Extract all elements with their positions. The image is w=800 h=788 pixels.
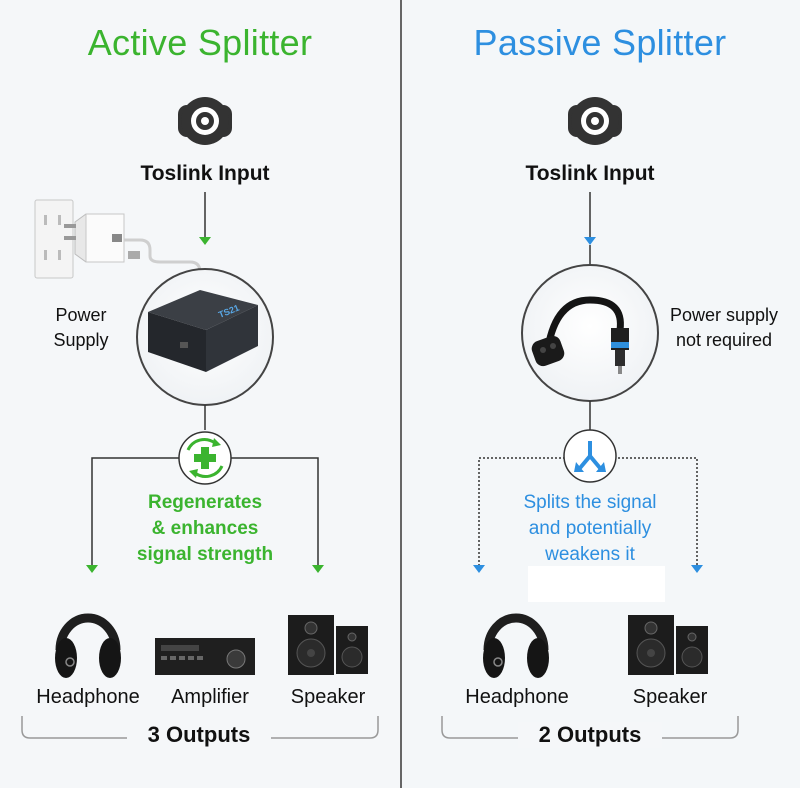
toslink-port-icon [178, 97, 232, 145]
speaker-icon [628, 615, 708, 675]
active-outputs-count: 3 Outputs [127, 722, 271, 748]
passive-device-speaker: Speaker [632, 686, 708, 708]
active-feature-text: Regenerates & enhances signal strength [136, 492, 274, 565]
amplifier-icon [155, 638, 255, 675]
speaker-icon [288, 615, 368, 675]
passive-device-headphone: Headphone [465, 686, 569, 708]
wall-outlet-icon [34, 199, 74, 279]
active-splitter-box-icon: TS21 [148, 290, 258, 372]
passive-outputs-count: 2 Outputs [518, 722, 662, 748]
passive-feature-text: Splits the signal and potentially weaken… [523, 492, 657, 565]
y-cable-icon [531, 296, 629, 374]
split-arrow-icon [563, 429, 617, 483]
headphone-icon [55, 613, 121, 678]
passive-title: Passive Splitter [473, 22, 727, 63]
regenerate-plus-icon [178, 431, 232, 485]
active-device-amplifier: Amplifier [171, 686, 249, 708]
passive-input-label: Toslink Input [525, 162, 655, 185]
usb-power-adapter-icon [64, 213, 202, 285]
active-device-headphone: Headphone [36, 686, 140, 708]
toslink-port-icon [568, 97, 622, 145]
active-title: Active Splitter [87, 22, 313, 63]
center-divider [400, 0, 402, 788]
power-supply-label: Power Supply [53, 305, 109, 350]
active-device-speaker: Speaker [290, 686, 366, 708]
no-power-label: Power supply not required [669, 305, 779, 350]
headphone-icon [483, 613, 549, 678]
active-input-label: Toslink Input [140, 162, 270, 185]
